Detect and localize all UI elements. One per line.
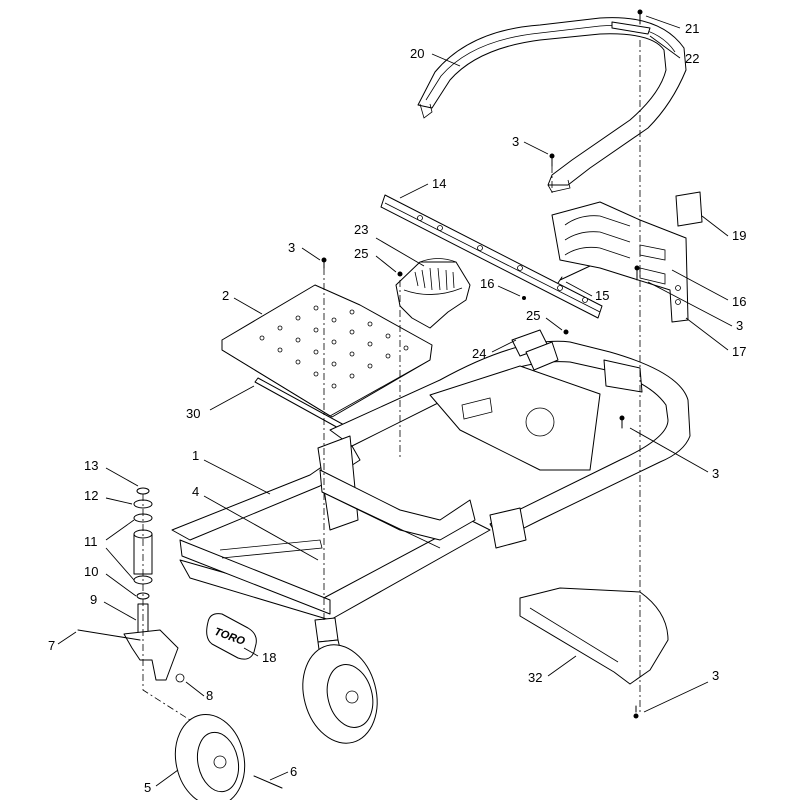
- callout-18: 18: [262, 650, 276, 665]
- callout-3: 3: [288, 240, 295, 255]
- callout-14: 14: [432, 176, 446, 191]
- callout-8: 8: [206, 688, 213, 703]
- callout-22: 22: [685, 51, 699, 66]
- caster-wheel-part-5: [174, 713, 283, 800]
- callout-3: 3: [712, 668, 719, 683]
- callouts: 21 22 20 3 14 19 3 23 25 16 15 16 2 25 3…: [48, 15, 746, 795]
- callout-10: 10: [84, 564, 98, 579]
- handle-bar-part-20: [417, 17, 687, 193]
- callout-3: 3: [712, 466, 719, 481]
- callout-5: 5: [144, 780, 151, 795]
- callout-12: 12: [84, 488, 98, 503]
- callout-11: 11: [84, 534, 98, 549]
- callout-9: 9: [90, 592, 97, 607]
- callout-20: 20: [410, 46, 424, 61]
- callout-7: 7: [48, 638, 55, 653]
- callout-13: 13: [84, 458, 98, 473]
- plate-part-19: [675, 191, 703, 227]
- frame-wheel: [302, 639, 378, 744]
- callout-2: 2: [222, 288, 229, 303]
- alignment-lines: [142, 40, 641, 721]
- callout-16: 16: [732, 294, 746, 309]
- callout-21: 21: [685, 21, 699, 36]
- callout-3: 3: [512, 134, 519, 149]
- callout-17: 17: [732, 344, 746, 359]
- callout-23: 23: [354, 222, 368, 237]
- callout-30: 30: [186, 406, 200, 421]
- callout-32: 32: [528, 670, 542, 685]
- decal-part-18: TORO: [206, 613, 257, 660]
- rail-part-14: [380, 194, 603, 319]
- callout-25: 25: [526, 308, 540, 323]
- callout-16: 16: [480, 276, 494, 291]
- callout-4: 4: [192, 484, 199, 499]
- floor-plate-part-2: [221, 284, 433, 418]
- latch-part-23: [395, 258, 471, 329]
- callout-3: 3: [736, 318, 743, 333]
- cross-member-part-4: [219, 539, 323, 559]
- caster-stack: [77, 487, 185, 683]
- callout-6: 6: [290, 764, 297, 779]
- bolts: [321, 9, 651, 719]
- callout-19: 19: [732, 228, 746, 243]
- guard-part-32: [519, 587, 669, 685]
- callout-15: 15: [595, 288, 609, 303]
- callout-25: 25: [354, 246, 368, 261]
- callout-1: 1: [192, 448, 199, 463]
- bolt-part-15: [557, 265, 591, 284]
- callout-24: 24: [472, 346, 486, 361]
- seat-bracket-part-17: [551, 201, 689, 323]
- main-frame-part-1: [171, 329, 691, 643]
